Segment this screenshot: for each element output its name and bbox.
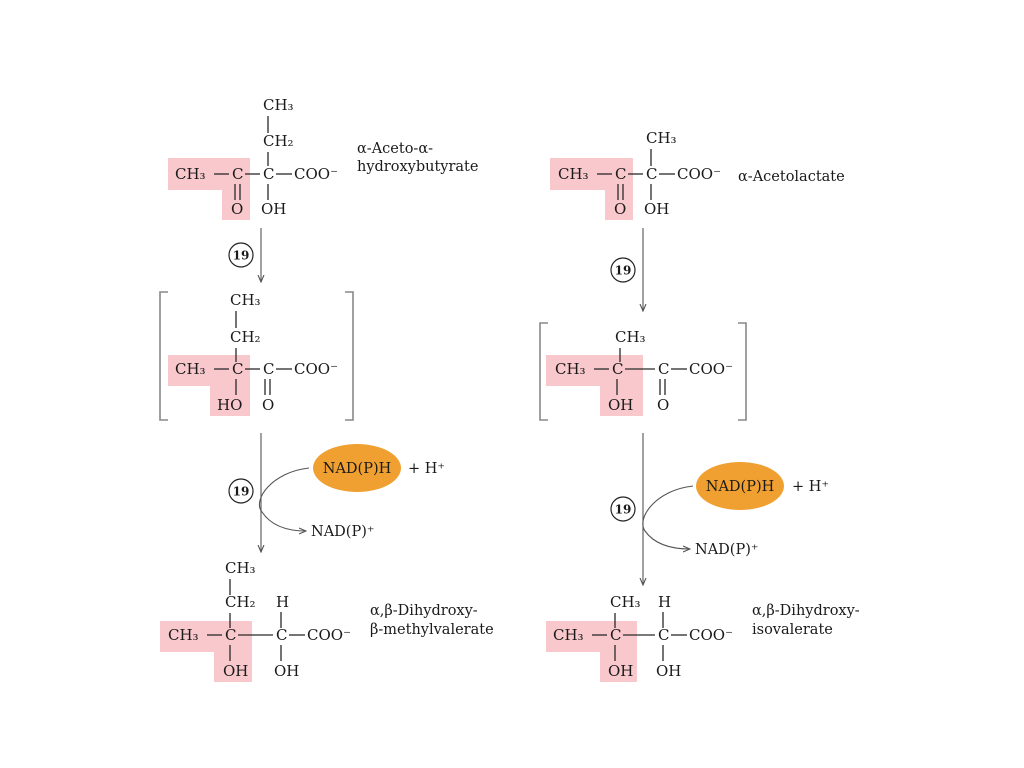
left-step-badge-1: 19 <box>228 242 254 268</box>
right-sub-alpha-c: C <box>646 165 657 183</box>
left-product-molecule: CH₃ CH₂ H CH₃ C C COO⁻ OH OH <box>160 559 351 682</box>
left-nadph-label: NAD(P)H <box>323 461 392 477</box>
left-sub-alpha-c: C <box>263 165 274 183</box>
right-sub-ch3: CH₃ <box>558 165 589 183</box>
right-prod-oh2: OH <box>656 662 681 680</box>
right-int-top-ch3: CH₃ <box>615 328 646 346</box>
left-int-ho: HO <box>217 396 242 414</box>
left-substrate-molecule: CH₃ CH₂ CH₃ C C COO⁻ O OH <box>168 96 338 220</box>
right-intermediate-molecule: CH₃ CH₃ C C COO⁻ OH O <box>539 322 747 421</box>
left-prod-c2: C <box>276 626 287 644</box>
left-step-number-1: 19 <box>233 249 250 263</box>
left-int-top-ch3: CH₃ <box>230 291 261 309</box>
left-intermediate-molecule: CH₃ CH₂ CH₃ C C COO⁻ HO O <box>159 291 354 421</box>
left-nadp-out: NAD(P)⁺ <box>311 524 375 540</box>
left-prod-top-ch3: CH₃ <box>225 559 256 577</box>
right-substrate-name: α-Acetolactate <box>738 169 845 185</box>
left-int-ch2: CH₂ <box>230 328 261 346</box>
left-product-name-line2: β-methylvalerate <box>370 622 494 638</box>
right-prod-c1: C <box>610 626 621 644</box>
left-int-c1: C <box>232 360 243 378</box>
right-prod-ch3: CH₃ <box>553 626 584 644</box>
left-sub-ch2: CH₂ <box>263 132 294 150</box>
left-int-ch3: CH₃ <box>175 360 206 378</box>
left-prod-ch3: CH₃ <box>168 626 199 644</box>
left-int-carboxylate: COO⁻ <box>294 360 338 378</box>
right-substrate-molecule: CH₃ CH₃ C C COO⁻ O OH <box>550 129 721 220</box>
left-int-o: O <box>262 396 274 414</box>
left-substrate-name-line2: hydroxybutyrate <box>357 159 478 175</box>
right-step-badge-2: 19 <box>610 496 636 522</box>
right-step-badge-1: 19 <box>610 257 636 283</box>
right-int-c1: C <box>612 360 623 378</box>
right-int-o: O <box>657 396 669 414</box>
right-intermediate-highlight <box>546 355 643 416</box>
right-plus-h: + H⁺ <box>792 479 829 495</box>
right-product-molecule: CH₃ H CH₃ C C COO⁻ OH OH <box>546 593 733 682</box>
right-product-name-line2: isovalerate <box>752 622 833 638</box>
left-sub-carbonyl-o: O <box>231 200 243 218</box>
left-sub-top-ch3: CH₃ <box>263 96 294 114</box>
right-sub-carbonyl-o: O <box>614 200 626 218</box>
right-prod-carboxylate: COO⁻ <box>689 626 733 644</box>
right-int-ch3: CH₃ <box>555 360 586 378</box>
left-prod-ch2: CH₂ <box>225 593 256 611</box>
left-prod-c1: C <box>225 626 236 644</box>
left-product-highlight <box>160 621 252 682</box>
left-sub-ch3: CH₃ <box>175 165 206 183</box>
right-step-number-1: 19 <box>615 264 632 278</box>
right-sub-oh: OH <box>644 200 669 218</box>
right-prod-c2: C <box>658 626 669 644</box>
right-step-number-2: 19 <box>615 503 632 517</box>
left-prod-h: H <box>276 593 289 611</box>
left-prod-carboxylate: COO⁻ <box>307 626 351 644</box>
left-sub-oh: OH <box>261 200 286 218</box>
left-sub-carboxylate: COO⁻ <box>294 165 338 183</box>
right-prod-h: H <box>658 593 671 611</box>
right-prod-oh1: OH <box>608 662 633 680</box>
right-sub-top-ch3: CH₃ <box>646 129 677 147</box>
left-product-name-line1: α,β-Dihydroxy- <box>370 603 478 619</box>
right-cofactor-curved-arrow <box>642 485 694 549</box>
left-substrate-name-line1: α-Aceto-α- <box>357 141 433 157</box>
right-prod-top-ch3: CH₃ <box>610 593 641 611</box>
right-int-c2: C <box>658 360 669 378</box>
left-prod-oh2: OH <box>274 662 299 680</box>
left-intermediate-highlight <box>168 355 250 416</box>
right-sub-carboxylate: COO⁻ <box>677 165 721 183</box>
right-product-highlight <box>546 621 637 682</box>
left-prod-oh1: OH <box>223 662 248 680</box>
left-step-number-2: 19 <box>233 485 250 499</box>
left-sub-carbonyl-c: C <box>232 165 243 183</box>
left-nadph-ellipse: NAD(P)H <box>313 444 401 492</box>
right-int-carboxylate: COO⁻ <box>689 360 733 378</box>
right-sub-carbonyl-c: C <box>615 165 626 183</box>
left-step-badge-2: 19 <box>228 478 254 504</box>
left-cofactor-curved-arrow <box>258 467 310 531</box>
left-plus-h: + H⁺ <box>408 461 445 477</box>
right-nadph-ellipse: NAD(P)H <box>696 462 784 510</box>
right-nadp-out: NAD(P)⁺ <box>695 542 759 558</box>
right-product-name-line1: α,β-Dihydroxy- <box>752 603 860 619</box>
right-substrate-highlight <box>550 158 633 220</box>
left-int-c2: C <box>263 360 274 378</box>
left-substrate-highlight <box>168 158 250 220</box>
right-int-oh: OH <box>608 396 633 414</box>
right-nadph-label: NAD(P)H <box>706 479 775 495</box>
